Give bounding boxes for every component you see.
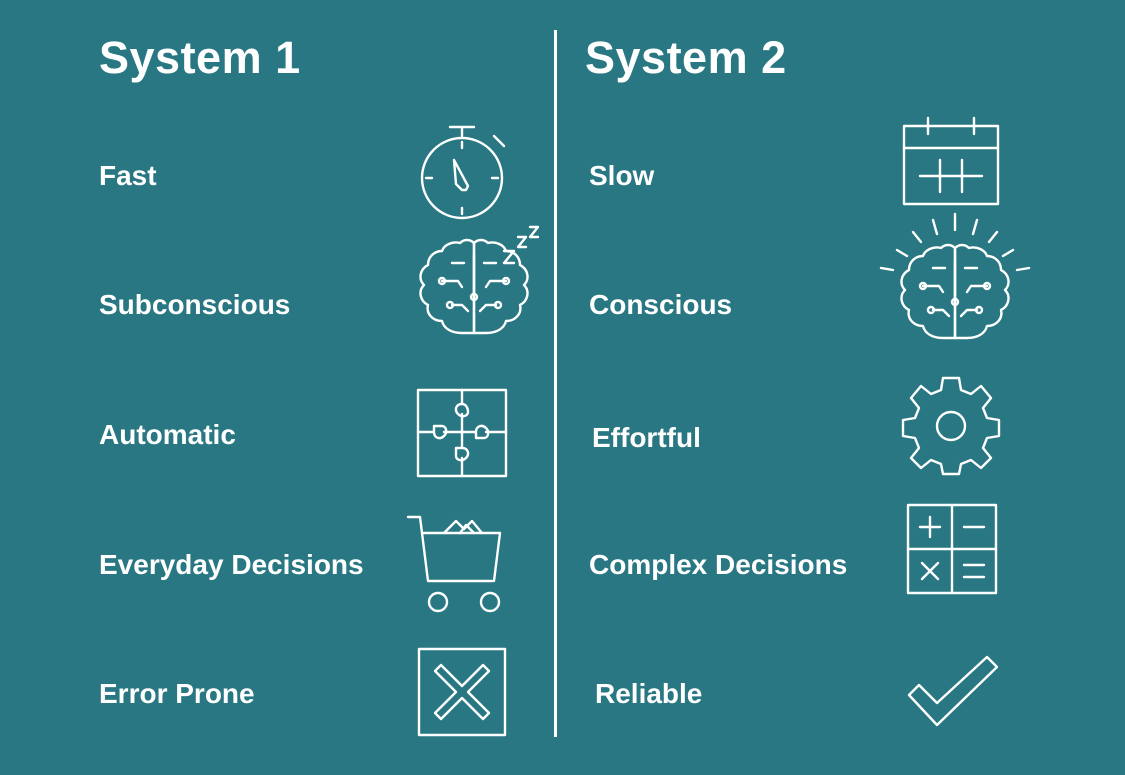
system1-title: System 1 xyxy=(99,32,301,83)
system2-title: System 2 xyxy=(585,32,787,83)
calendar-icon xyxy=(902,116,1000,208)
system2-item-conscious: Conscious xyxy=(589,289,733,320)
puzzle-icon xyxy=(416,388,508,478)
system1-item-subconscious: Subconscious xyxy=(99,289,291,320)
system1-item-error-prone: Error Prone xyxy=(99,678,255,709)
calculator-icon xyxy=(906,503,998,595)
system2-column: System 2 Slow Conscious Effortful Comple… xyxy=(557,0,1125,775)
system2-item-reliable: Reliable xyxy=(595,678,703,709)
system2-item-complex-decisions: Complex Decisions xyxy=(589,549,848,580)
system2-item-slow: Slow xyxy=(589,160,655,191)
system1-item-everyday-decisions: Everyday Decisions xyxy=(99,549,364,580)
column-divider xyxy=(554,30,557,737)
x-box-icon xyxy=(417,647,507,737)
shopping-cart-icon xyxy=(406,513,506,615)
system1-column: System 1 Fast Subconscious Automatic Eve… xyxy=(0,0,555,775)
checkmark-icon xyxy=(907,655,1001,731)
gear-icon xyxy=(901,374,1001,476)
system2-item-effortful: Effortful xyxy=(592,422,701,453)
stopwatch-icon xyxy=(410,120,510,224)
sleeping-brain-icon xyxy=(412,225,547,340)
active-brain-icon xyxy=(877,212,1031,342)
system1-item-automatic: Automatic xyxy=(99,419,236,450)
system1-item-fast: Fast xyxy=(99,160,157,191)
